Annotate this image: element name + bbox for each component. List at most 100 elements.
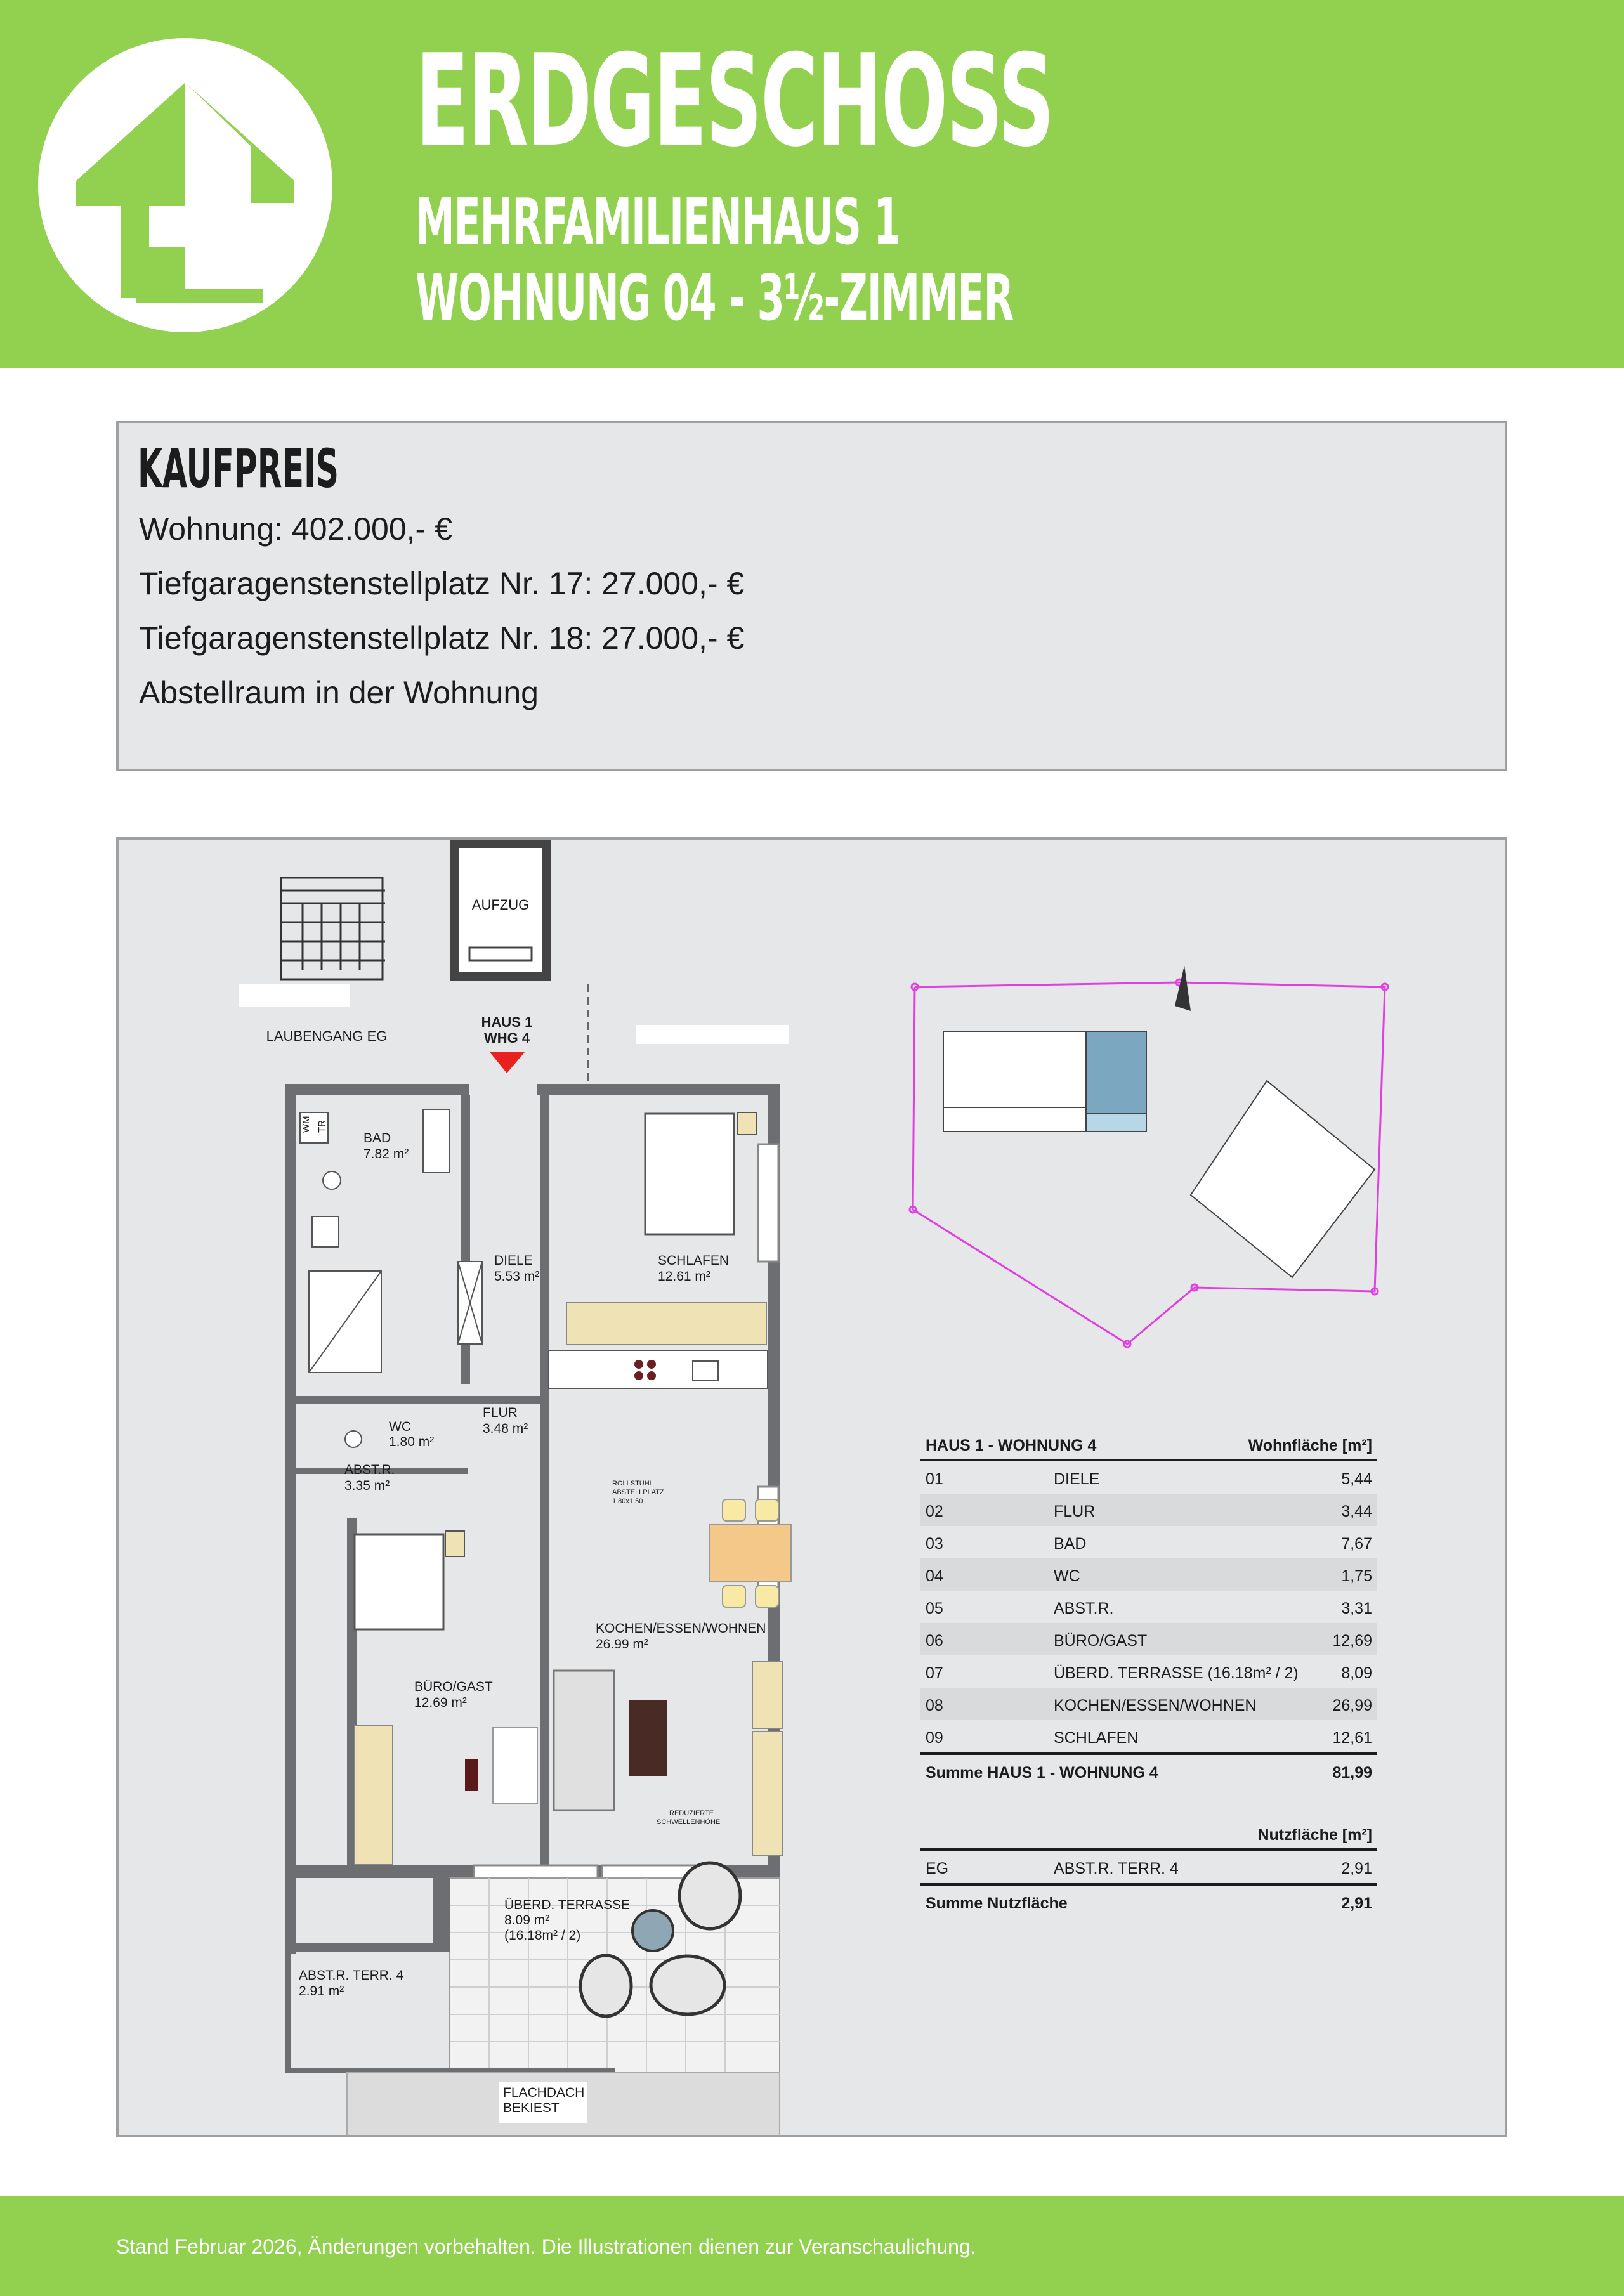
table-row: 02 FLUR 3,44 — [920, 1494, 1377, 1526]
table-row: 01 DIELE 5,44 — [920, 1461, 1377, 1494]
row-no: 02 — [926, 1503, 943, 1520]
kitchen-counter — [548, 1350, 768, 1389]
usable-area-table: Nutzfläche [m²] EG ABST.R. TERR. 4 2,91 Su… — [920, 1823, 1377, 1921]
usable-area-sum: Summe Nutzfläche 2,91 — [920, 1883, 1377, 1921]
entrance-marker-icon — [490, 1052, 525, 1073]
dining-table — [709, 1524, 792, 1582]
row-value: 3,44 — [1341, 1503, 1372, 1520]
bed-icon — [644, 1112, 735, 1236]
room-area-diele: 5.53 m² — [494, 1269, 539, 1284]
unit-highlight — [1085, 1031, 1147, 1114]
north-arrow-icon — [1175, 965, 1191, 1011]
room-label-abstr-terr: ABST.R. TERR. 4 — [299, 1968, 404, 1983]
footer-disclaimer: Stand Februar 2026, Änderungen vorbehalt… — [116, 2235, 976, 2258]
room-area-buero: 12.69 m² — [414, 1695, 467, 1710]
row-name: SCHLAFEN — [1054, 1729, 1139, 1747]
room-area-flur: 3.48 m² — [483, 1421, 528, 1436]
room-label-wc: WC — [389, 1419, 411, 1434]
corridor-label: LAUBENGANG EG — [266, 1028, 388, 1044]
row-value: 8,09 — [1341, 1664, 1372, 1682]
area-sum-label: Summe HAUS 1 - WOHNUNG 4 — [926, 1764, 1158, 1782]
room-area-wc: 1.80 m² — [389, 1435, 434, 1449]
terrace-table — [631, 1909, 674, 1952]
row-name: DIELE — [1054, 1470, 1100, 1488]
row-name: WC — [1054, 1567, 1080, 1585]
unit-tag-line-1: HAUS 1 — [481, 1014, 533, 1030]
row-value: 26,99 — [1332, 1697, 1372, 1714]
row-no: 04 — [926, 1567, 943, 1585]
room-label-diele: DIELE — [494, 1253, 533, 1268]
table-row: 08 KOCHEN/ESSEN/WOHNEN 26,99 — [920, 1688, 1377, 1720]
usable-area-header: Nutzfläche [m²] — [920, 1823, 1377, 1851]
row-name: ABST.R. TERR. 4 — [1054, 1860, 1179, 1877]
wheelchair-note-3: 1.80x1.50 — [612, 1497, 643, 1505]
area-table-sum: Summe HAUS 1 - WOHNUNG 4 81,99 — [920, 1752, 1377, 1790]
row-no: 01 — [926, 1470, 943, 1488]
site-plan-map — [908, 965, 1389, 1348]
area-table-header: HAUS 1 - WOHNUNG 4 Wohnfläche [m²] — [920, 1433, 1377, 1461]
wardrobe — [566, 1302, 767, 1345]
area-table-title: HAUS 1 - WOHNUNG 4 — [926, 1437, 1097, 1454]
floor-plan-panel: AUFZUG LAUBENGANG EG HAUS 1 WHG 4 — [116, 837, 1507, 2137]
threshold-note-2: SCHWELLENHÖHE — [657, 1818, 720, 1826]
coffee-table — [629, 1700, 667, 1776]
elevator-label: AUFZUG — [472, 897, 529, 913]
price-storage-note: Abstellraum in der Wohnung — [139, 675, 539, 710]
table-row: 04 WC 1,75 — [920, 1558, 1377, 1591]
washbasin-icon — [311, 1216, 339, 1248]
area-table: HAUS 1 - WOHNUNG 4 Wohnfläche [m²] 01 DIE… — [920, 1433, 1377, 1790]
row-name: FLUR — [1054, 1503, 1096, 1520]
row-value: 7,67 — [1341, 1535, 1372, 1553]
sink-icon — [322, 1171, 341, 1190]
row-no: 05 — [926, 1600, 943, 1617]
area-table-unit: Wohnfläche [m²] — [1248, 1437, 1372, 1454]
row-name: BAD — [1054, 1535, 1087, 1553]
row-no: 03 — [926, 1535, 943, 1553]
table-row: 09 SCHLAFEN 12,61 — [920, 1720, 1377, 1752]
room-label-bad: BAD — [363, 1131, 391, 1145]
room-area-abstr: 3.35 m² — [344, 1478, 390, 1493]
wheelchair-note-1: ROLLSTUHL — [612, 1480, 653, 1487]
table-row: EG ABST.R. TERR. 4 2,91 — [920, 1851, 1377, 1883]
row-value: 12,69 — [1332, 1632, 1372, 1650]
threshold-note-1: REDUZIERTE — [669, 1810, 714, 1817]
row-no: EG — [926, 1860, 949, 1877]
usable-area-unit: Nutzfläche [m²] — [1257, 1826, 1372, 1844]
room-area-abstr-terr: 2.91 m² — [299, 1984, 344, 1999]
room-area-kochen: 26.99 m² — [596, 1637, 648, 1652]
roof-label: FLACHDACH — [503, 2085, 584, 2100]
price-apartment: Wohnung: 402.000,- € — [139, 511, 452, 547]
staircase-icon — [280, 877, 385, 981]
row-name: ABST.R. — [1054, 1600, 1114, 1617]
row-value: 1,75 — [1341, 1567, 1372, 1585]
row-value: 3,31 — [1341, 1600, 1372, 1617]
price-panel: KAUFPREIS Wohnung: 402.000,- € Tiefgarag… — [116, 421, 1507, 771]
room-area-bad: 7.82 m² — [363, 1147, 409, 1161]
room-label-abstr: ABST.R. — [344, 1463, 395, 1477]
price-title: KAUFPREIS — [138, 438, 339, 500]
row-value: 5,44 — [1341, 1470, 1372, 1488]
house-logo-icon — [38, 38, 332, 332]
footer-banner: Stand Februar 2026, Änderungen vorbehalt… — [0, 2196, 1624, 2296]
price-parking-17: Tiefgaragenstenstellplatz Nr. 17: 27.000… — [139, 566, 745, 601]
row-value: 2,91 — [1341, 1860, 1372, 1877]
room-label-buero: BÜRO/GAST — [414, 1680, 493, 1694]
unit-subtitle: WOHNUNG 04 - 3½-ZIMMER — [416, 261, 1014, 335]
row-name: KOCHEN/ESSEN/WOHNEN — [1054, 1697, 1257, 1714]
sofa-icon — [553, 1669, 615, 1811]
room-note-terrasse: (16.18m² / 2) — [504, 1928, 580, 1943]
building-subtitle: MEHRFAMILIENHAUS 1 — [416, 185, 901, 259]
room-area-schlafen: 12.61 m² — [658, 1269, 710, 1284]
page-title: ERDGESCHOSS — [416, 27, 1054, 175]
row-value: 12,61 — [1332, 1729, 1372, 1747]
usable-sum-label: Summe Nutzfläche — [926, 1895, 1068, 1912]
table-row: 05 ABST.R. 3,31 — [920, 1591, 1377, 1623]
price-parking-18: Tiefgaragenstenstellplatz Nr. 18: 27.000… — [139, 620, 745, 656]
row-no: 08 — [926, 1697, 943, 1714]
roof-note: BEKIEST — [503, 2101, 560, 2115]
row-no: 09 — [926, 1729, 943, 1747]
header-banner: ERDGESCHOSS MEHRFAMILIENHAUS 1 WOHNUNG 0… — [0, 0, 1624, 368]
row-no: 06 — [926, 1632, 943, 1650]
